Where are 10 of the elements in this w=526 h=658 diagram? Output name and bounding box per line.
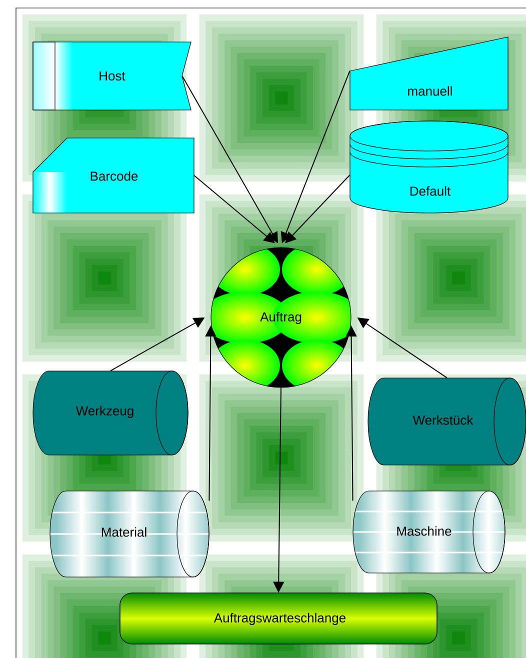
flag-box: Host bbox=[32, 42, 192, 110]
storage-cylinder: Werkzeug bbox=[32, 370, 188, 456]
input-box: manuell bbox=[350, 36, 508, 110]
storage-cylinder: Maschine bbox=[352, 490, 506, 574]
card-box: Barcode bbox=[32, 138, 194, 214]
database-cylinder: Default bbox=[350, 120, 508, 214]
arrow bbox=[194, 175, 275, 244]
storage-cylinder: Werkstück bbox=[368, 378, 526, 466]
queue-bar: Auftragswarteschlange bbox=[120, 592, 438, 644]
storage-cylinder: Material bbox=[50, 490, 210, 578]
